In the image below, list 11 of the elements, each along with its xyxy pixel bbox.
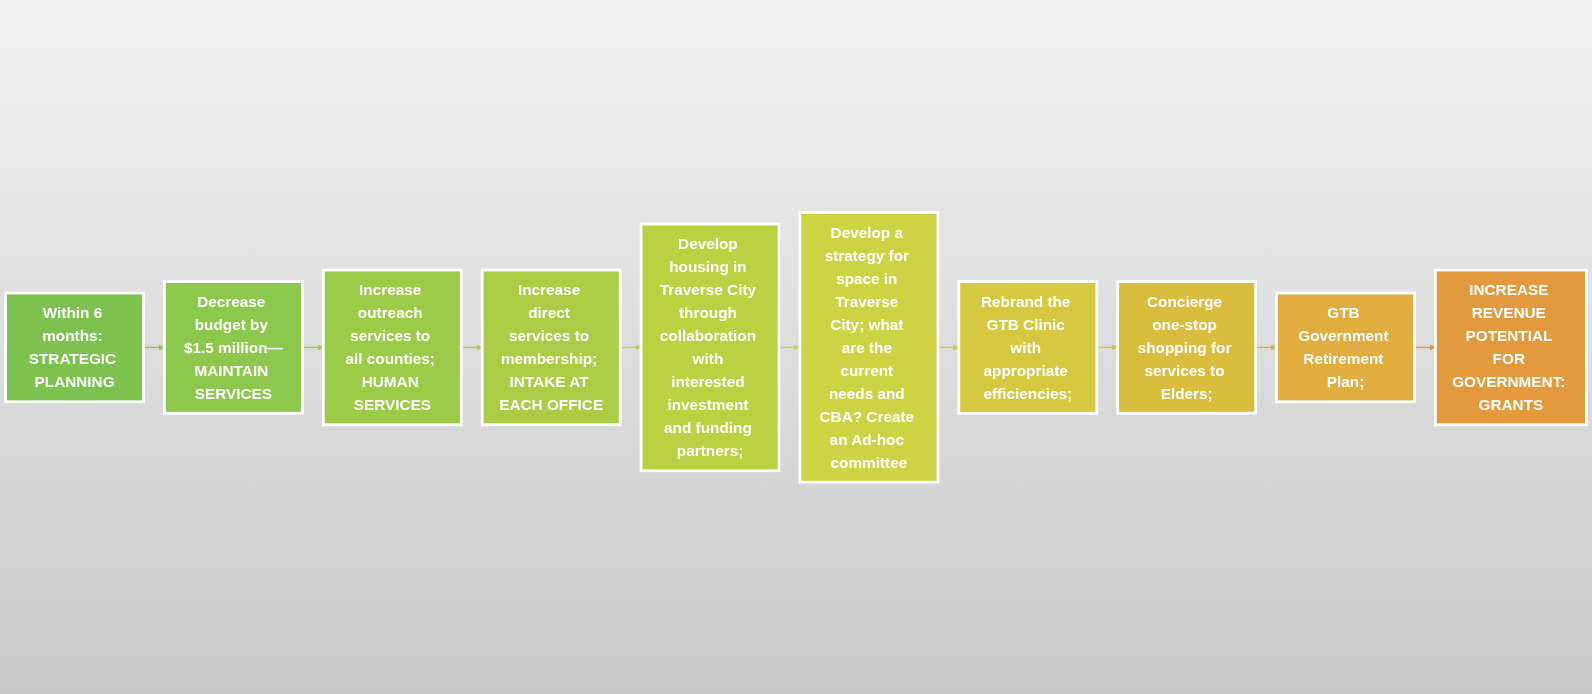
node-box: Rebrand the GTB Clinic with appropriate efficiencies; bbox=[957, 279, 1099, 415]
arrow bbox=[1096, 343, 1118, 351]
node-box: Develop housing in Traverse City through collaboration with interested investment and funding partners; bbox=[639, 222, 781, 472]
node-box: Increase direct services to membership; INTAKE AT EACH OFFICE bbox=[480, 268, 622, 426]
node-box: Increase outreach services to all counties; HUMAN SERVICES bbox=[321, 268, 463, 426]
node-box: Within 6 months: STRATEGIC PLANNING bbox=[4, 291, 145, 403]
node-box: INCREASE REVENUE POTENTIAL FOR GOVERNMENT: GRANTS bbox=[1434, 268, 1588, 426]
node-box: GTB Government Retirement Plan; bbox=[1275, 291, 1416, 403]
node-box: Concierge one-stop shopping for services to Elders; bbox=[1116, 279, 1258, 415]
node-box: Decrease budget by $1.5 million—MAINTAIN SERVICES bbox=[163, 279, 304, 415]
node-box: Develop a strategy for space in Traverse City; what are the current needs and CBA? Create an Ad-hoc committee bbox=[798, 210, 940, 484]
